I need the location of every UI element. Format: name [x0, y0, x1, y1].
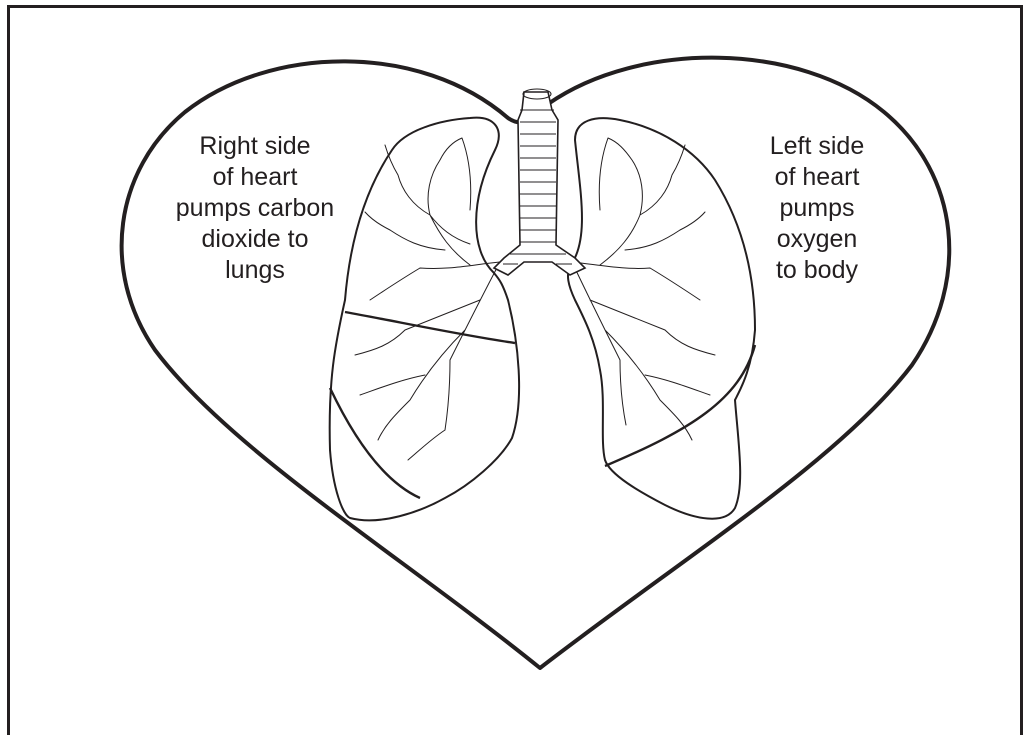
left-label-line-5: to body [700, 255, 934, 286]
left-label-line-1: Left side [700, 131, 934, 162]
right-side-label: Right side of heart pumps carbon dioxide… [138, 131, 372, 286]
right-label-line-5: lungs [138, 255, 372, 286]
left-side-label: Left side of heart pumps oxygen to body [700, 131, 934, 286]
left-label-line-3: pumps [700, 193, 934, 224]
right-label-line-2: of heart [138, 162, 372, 193]
right-label-line-1: Right side [138, 131, 372, 162]
right-label-line-3: pumps carbon [138, 193, 372, 224]
left-label-line-4: oxygen [700, 224, 934, 255]
left-label-line-2: of heart [700, 162, 934, 193]
right-label-line-4: dioxide to [138, 224, 372, 255]
